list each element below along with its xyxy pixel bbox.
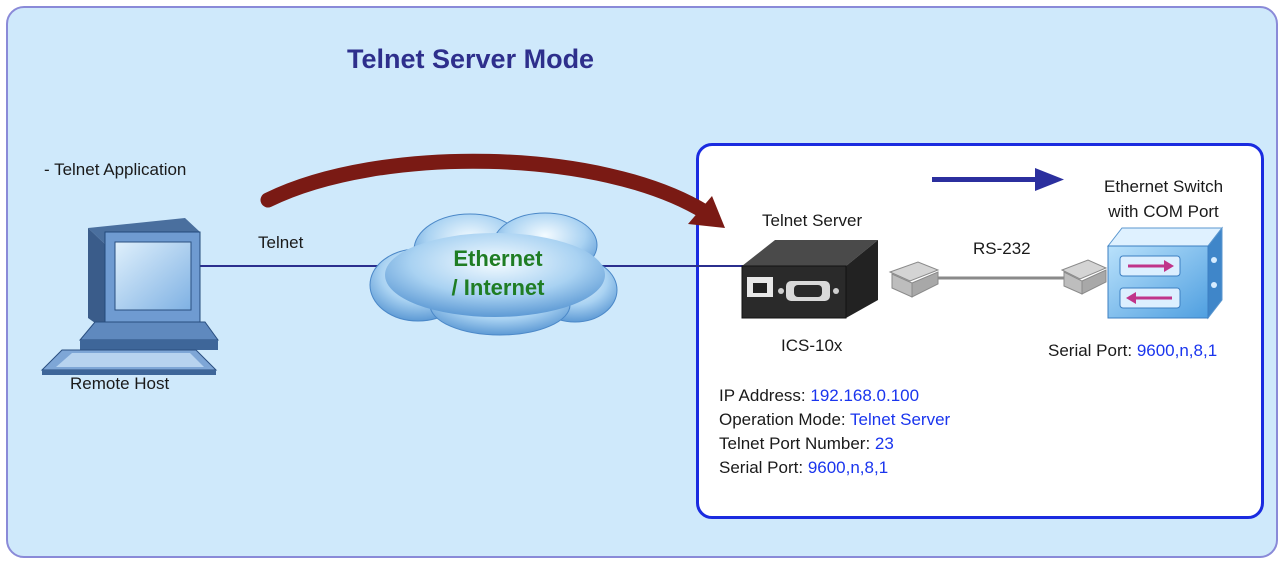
config-ip-address-value: 192.168.0.100 [810, 386, 920, 405]
config-telnet-port: Telnet Port Number: 23 [719, 434, 894, 454]
ethernet-switch-label: Ethernet Switch with COM Port [1104, 177, 1224, 221]
telnet-server-label: Telnet Server [762, 211, 863, 230]
telnet-link-label: Telnet [258, 233, 304, 252]
cloud-label: Ethernet / Internet [398, 244, 598, 302]
config-operation-mode: Operation Mode: Telnet Server [719, 410, 950, 430]
db9-connector-right-icon [1060, 259, 1108, 295]
switch-serial-port-label: Serial Port: [1048, 341, 1137, 360]
switch-serial-port: Serial Port: 9600,n,8,1 [1048, 341, 1217, 361]
telnet-connection-arrow [260, 153, 713, 220]
cloud-label-line1: Ethernet [453, 246, 543, 271]
ethernet-internet-cloud-icon [369, 212, 618, 336]
ethernet-switch-icon [1106, 226, 1224, 320]
rs232-label: RS-232 [973, 239, 1031, 258]
telnet-connection-arrowhead [688, 196, 725, 228]
data-flow-arrow-shaft [932, 177, 1037, 182]
config-serial-port-label: Serial Port: [719, 458, 808, 477]
config-ip-address: IP Address: 192.168.0.100 [719, 386, 919, 406]
config-telnet-port-value: 23 [874, 434, 894, 453]
switch-serial-port-value: 9600,n,8,1 [1136, 341, 1218, 360]
device-model-label: ICS-10x [781, 336, 843, 355]
config-telnet-port-label: Telnet Port Number: [719, 434, 875, 453]
remote-host-computer-icon [40, 218, 219, 375]
data-flow-arrowhead [1035, 168, 1064, 191]
config-serial-port-value: 9600,n,8,1 [807, 458, 889, 477]
telnet-server-detail-box [696, 143, 1264, 519]
config-operation-mode-label: Operation Mode: [719, 410, 851, 429]
config-operation-mode-value: Telnet Server [850, 410, 951, 429]
telnet-application-label: - Telnet Application [44, 160, 187, 179]
remote-host-label: Remote Host [70, 374, 170, 393]
config-serial-port: Serial Port: 9600,n,8,1 [719, 458, 888, 478]
diagram-title: Telnet Server Mode [347, 44, 595, 74]
ics-10x-device-icon [741, 240, 878, 319]
cloud-label-line2: / Internet [451, 275, 545, 300]
db9-connector-left-icon [888, 261, 940, 298]
config-ip-address-label: IP Address: [719, 386, 811, 405]
